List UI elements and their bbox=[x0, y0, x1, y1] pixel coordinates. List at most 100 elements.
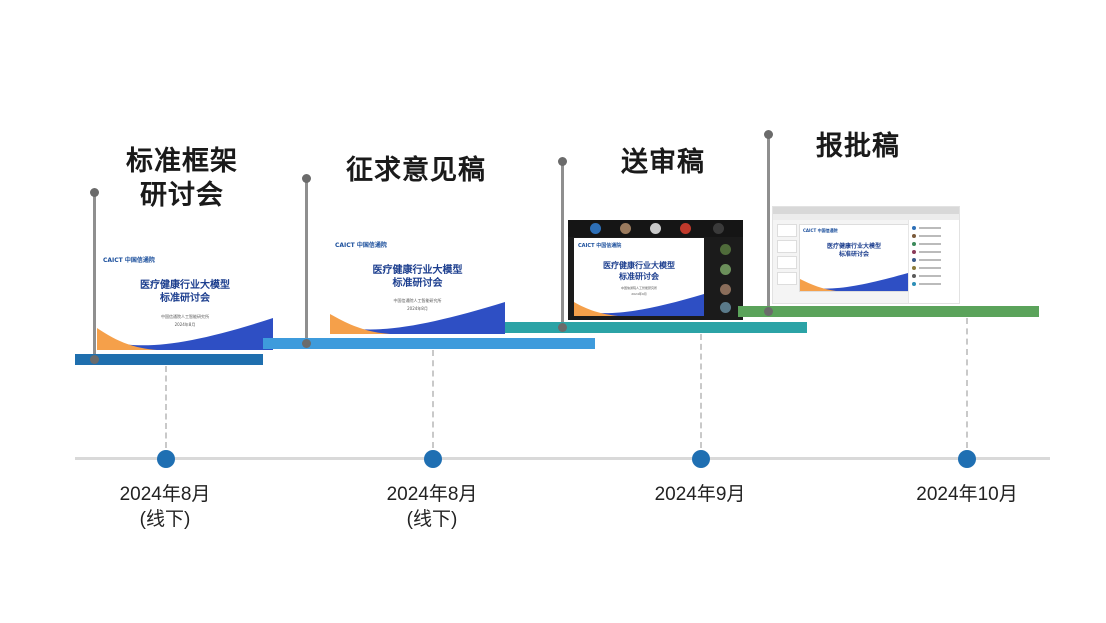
timeline-note-2: (线下) bbox=[406, 509, 458, 530]
milestone-2-dashed-connector bbox=[432, 350, 434, 448]
timeline-date-3: 2024年9月 bbox=[654, 484, 746, 505]
milestone-1-slide-thumbnail: CAICT 中国信通院 医疗健康行业大模型 标准研讨会 中国信通院人工智能研究所… bbox=[97, 247, 273, 350]
slide-org: 中国信通院人工智能研究所 bbox=[620, 286, 657, 290]
participant-avatar bbox=[720, 264, 731, 275]
milestone-3-title-line-1: 送审稿 bbox=[621, 147, 705, 178]
timeline-marker-4 bbox=[958, 450, 976, 468]
slide-org: 中国信通院人工智能研究所 bbox=[393, 298, 442, 303]
milestone-4-title-line-1: 报批稿 bbox=[816, 131, 900, 162]
timeline-note-1: (线下) bbox=[139, 509, 191, 530]
timeline-date-4: 2024年10月 bbox=[916, 484, 1018, 505]
milestone-2-pole-top-dot bbox=[302, 174, 311, 183]
milestone-4-title: 报批稿 bbox=[803, 130, 913, 164]
slide-thumbnail bbox=[777, 224, 797, 237]
milestone-1-title: 标准框架 研讨会 bbox=[122, 145, 242, 213]
participant-avatar bbox=[590, 223, 601, 234]
slide-title-line-2: 标准研讨会 bbox=[619, 272, 659, 281]
slide-thumbnail-pane bbox=[777, 224, 797, 294]
participant-row bbox=[912, 242, 941, 246]
milestone-3-title: 送审稿 bbox=[608, 146, 718, 180]
milestone-3-dashed-connector bbox=[700, 334, 702, 448]
timeline-marker-1 bbox=[157, 450, 175, 468]
slide-title-line-1: 医疗健康行业大模型 bbox=[140, 280, 230, 291]
slide-org: 中国信通院人工智能研究所 bbox=[161, 314, 209, 319]
milestone-4-desktop-screenshot: CAICT 中国信通院 医疗健康行业大模型 标准研讨会 bbox=[772, 206, 960, 304]
slide-thumbnail bbox=[777, 256, 797, 269]
milestone-3-meeting-screenshot: CAICT 中国信通院 医疗健康行业大模型 标准研讨会 中国信通院人工智能研究所… bbox=[568, 220, 743, 320]
participant-row bbox=[912, 282, 941, 286]
milestone-1-pole-top-dot bbox=[90, 188, 99, 197]
timeline-label-3: 2024年9月 bbox=[625, 482, 775, 507]
milestone-2-bar bbox=[263, 338, 595, 349]
milestone-2-slide-thumbnail: CAICT 中国信通院 医疗健康行业大模型 标准研讨会 中国信通院人工智能研究所… bbox=[330, 234, 505, 334]
milestone-1-title-line-1: 标准框架 bbox=[126, 146, 238, 177]
participant-avatar bbox=[680, 223, 691, 234]
participant-row bbox=[912, 258, 941, 262]
timeline-label-2: 2024年8月 (线下) bbox=[357, 482, 507, 532]
app-toolbar bbox=[773, 214, 959, 220]
participant-row bbox=[912, 266, 941, 270]
milestone-1-pole-base-dot bbox=[90, 355, 99, 364]
slide-logo: CAICT 中国信通院 bbox=[578, 243, 622, 249]
timeline-label-1: 2024年8月 (线下) bbox=[90, 482, 240, 532]
slide-wave-graphic bbox=[574, 294, 704, 316]
meeting-shared-slide: CAICT 中国信通院 医疗健康行业大模型 标准研讨会 中国信通院人工智能研究所… bbox=[574, 238, 704, 316]
slide-wave-graphic bbox=[97, 318, 273, 350]
participant-row bbox=[912, 234, 941, 238]
slide-title: 医疗健康行业大模型 标准研讨会 bbox=[97, 279, 273, 305]
milestone-3-pole-top-dot bbox=[558, 157, 567, 166]
milestone-3-bar bbox=[505, 322, 807, 333]
participant-row bbox=[912, 250, 941, 254]
slide-date: 2024年8月 bbox=[407, 306, 428, 311]
slide-title-line-2: 标准研讨会 bbox=[392, 278, 443, 289]
slide-title-line-2: 标准研讨会 bbox=[838, 251, 869, 258]
desktop-shared-slide: CAICT 中国信通院 医疗健康行业大模型 标准研讨会 bbox=[799, 224, 909, 292]
timeline-axis bbox=[75, 457, 1050, 460]
participant-avatar bbox=[620, 223, 631, 234]
slide-title-line-1: 医疗健康行业大模型 bbox=[372, 265, 463, 276]
milestone-4-pole-base-dot bbox=[764, 307, 773, 316]
participant-avatar bbox=[650, 223, 661, 234]
slide-title-line-2: 标准研讨会 bbox=[160, 293, 210, 304]
milestone-4-dashed-connector bbox=[966, 318, 968, 448]
slide-date: 2024年8月 bbox=[174, 322, 196, 327]
milestone-2-pole bbox=[305, 180, 308, 345]
timeline-label-4: 2024年10月 bbox=[892, 482, 1042, 507]
participant-avatar bbox=[720, 244, 731, 255]
slide-thumbnail bbox=[777, 240, 797, 253]
milestone-2-pole-base-dot bbox=[302, 339, 311, 348]
slide-title-line-1: 医疗健康行业大模型 bbox=[826, 243, 881, 250]
participant-list-panel bbox=[908, 220, 959, 303]
milestone-4-pole-top-dot bbox=[764, 130, 773, 139]
slide-logo: CAICT 中国信通院 bbox=[103, 257, 155, 264]
meeting-participant-strip bbox=[568, 220, 743, 237]
participant-row bbox=[912, 274, 941, 278]
participant-avatar bbox=[720, 284, 731, 295]
slide-wave-graphic bbox=[800, 273, 908, 291]
slide-logo: CAICT 中国信通院 bbox=[335, 242, 387, 249]
timeline-marker-2 bbox=[424, 450, 442, 468]
slide-logo: CAICT 中国信通院 bbox=[803, 228, 838, 233]
timeline-marker-3 bbox=[692, 450, 710, 468]
slide-date: 2024年9月 bbox=[631, 292, 647, 296]
milestone-4-pole bbox=[767, 136, 770, 312]
slide-title-line-1: 医疗健康行业大模型 bbox=[603, 261, 675, 270]
milestone-4-bar bbox=[738, 306, 1039, 317]
slide-title: 医疗健康行业大模型 标准研讨会 bbox=[574, 260, 704, 282]
slide-title: 医疗健康行业大模型 标准研讨会 bbox=[330, 264, 505, 290]
milestone-3-pole bbox=[561, 163, 564, 328]
slide-thumbnail bbox=[777, 272, 797, 285]
milestone-2-title-line-1: 征求意见稿 bbox=[346, 155, 486, 186]
milestone-1-bar bbox=[75, 354, 263, 365]
milestone-2-title: 征求意见稿 bbox=[336, 154, 496, 188]
participant-avatar bbox=[713, 223, 724, 234]
meeting-side-video-tiles bbox=[711, 238, 739, 318]
milestone-1-pole bbox=[93, 193, 96, 361]
timeline-date-2: 2024年8月 bbox=[386, 484, 478, 505]
app-title-bar bbox=[773, 207, 959, 214]
milestone-1-title-line-2: 研讨会 bbox=[140, 180, 224, 211]
participant-avatar bbox=[720, 302, 731, 313]
participant-row bbox=[912, 226, 941, 230]
slide-title: 医疗健康行业大模型 标准研讨会 bbox=[800, 243, 908, 259]
